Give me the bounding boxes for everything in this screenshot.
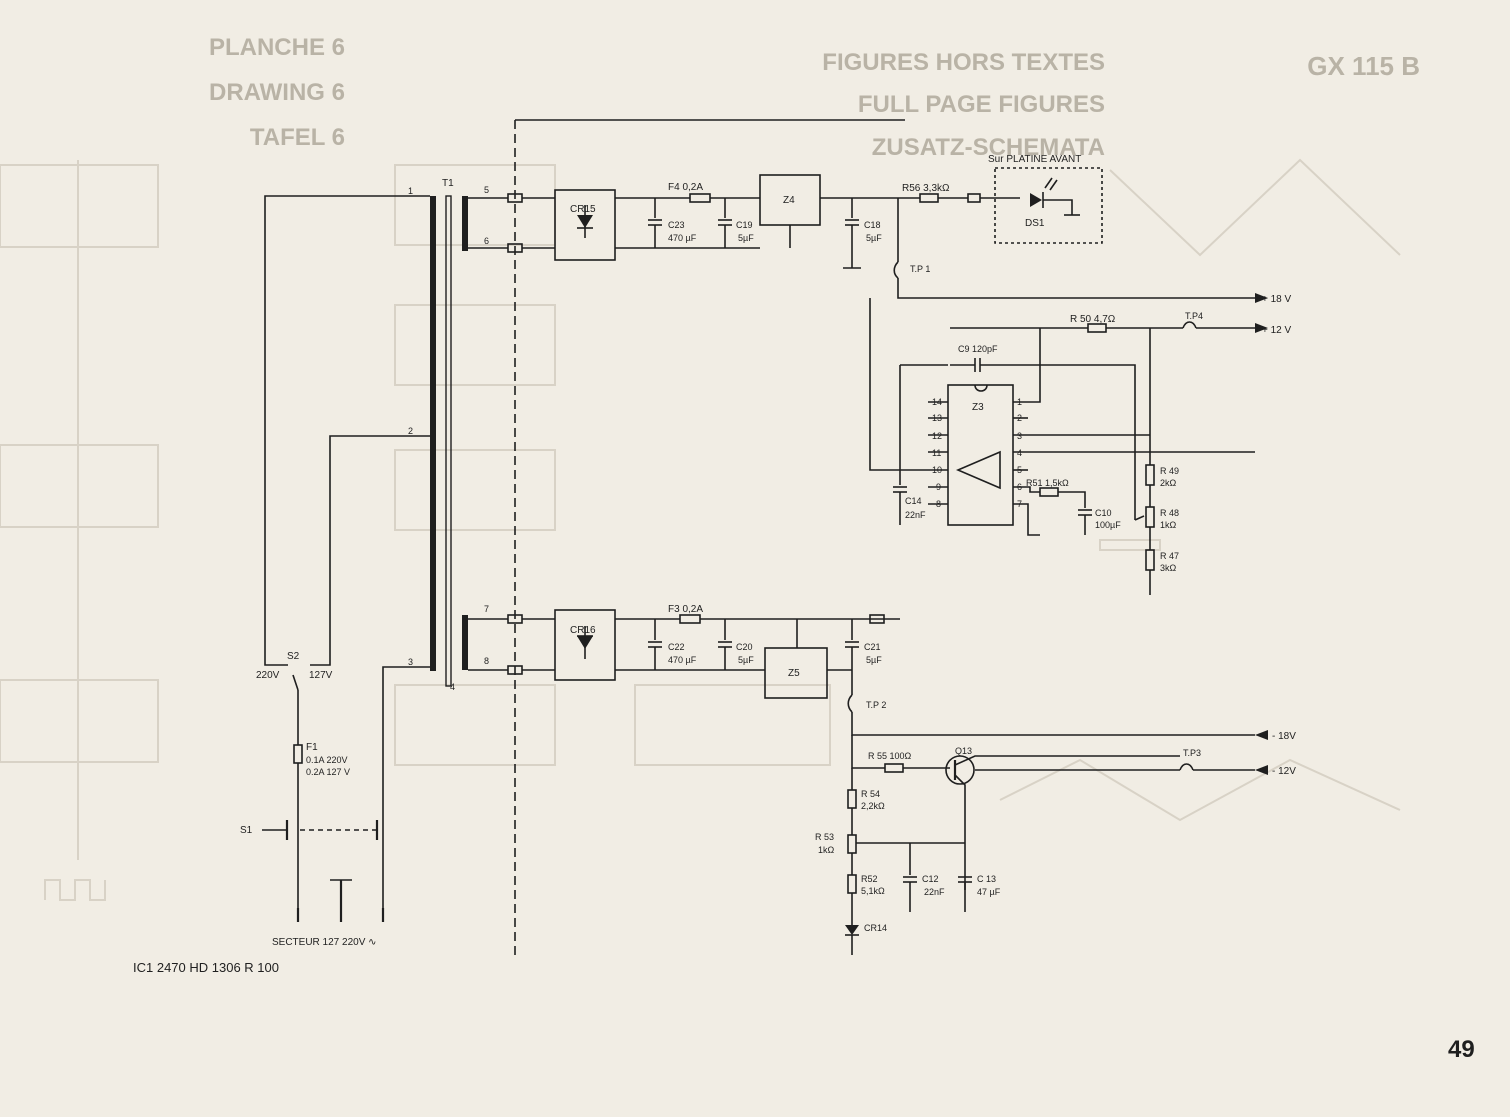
z5-label: Z5 (788, 668, 800, 679)
t1-pin-7: 7 (484, 604, 489, 614)
c13-label: C 13 (977, 874, 996, 884)
z3-pin-3: 3 (1017, 431, 1022, 441)
c12-label: C12 (922, 874, 939, 884)
f1-line1: 0.1A 220V (306, 755, 348, 765)
bleed-through (0, 158, 1401, 901)
c20-value: 5µF (738, 655, 754, 665)
header: PLANCHE 6 DRAWING 6 TAFEL 6 FIGURES HORS… (209, 34, 1420, 161)
r53-label: R 53 (815, 832, 834, 842)
t1-pin-3: 3 (408, 657, 413, 667)
t1-label: T1 (442, 178, 454, 189)
c21-value: 5µF (866, 655, 882, 665)
c21-label: C21 (864, 642, 881, 652)
rail-p18: + 18 V (1262, 294, 1292, 305)
transformer-t1: T1 1 2 3 4 5 6 7 8 (408, 178, 489, 692)
c19-value: 5µF (738, 233, 754, 243)
r56-label: R56 3,3kΩ (902, 183, 950, 194)
header-center-1: FIGURES HORS TEXTES (822, 49, 1105, 76)
r55-label: R 55 100Ω (868, 751, 912, 761)
cr15-label: CR15 (570, 204, 596, 215)
c18-label: C18 (864, 220, 881, 230)
primary-wiring: S2 220V 127V F1 0.1A 220V 0.2A 127 V S1 … (240, 195, 430, 948)
r50-label: R 50 4,7Ω (1070, 314, 1116, 325)
c18-value: 5µF (866, 233, 882, 243)
z3-label: Z3 (972, 402, 984, 413)
z4-label: Z4 (783, 195, 795, 206)
rail-m18: - 18V (1272, 731, 1296, 742)
mains-label: SECTEUR 127 220V ∿ (272, 937, 377, 948)
s2-label: S2 (287, 651, 300, 662)
tp2-label: T.P 2 (866, 700, 886, 710)
t1-pin-4: 4 (450, 682, 455, 692)
z3-pin-11: 11 (932, 448, 941, 458)
r48-label: R 48 (1160, 508, 1179, 518)
s1-label: S1 (240, 825, 253, 836)
c9-label: C9 120pF (958, 344, 998, 354)
z3-pins-left: 14 13 12 11 10 9 8 (932, 397, 942, 509)
z3-pin-12: 12 (932, 431, 942, 441)
r51-label: R51 1,5kΩ (1026, 478, 1069, 488)
s2-220v: 220V (256, 670, 280, 681)
f1-label: F1 (306, 742, 318, 753)
t1-pin-2: 2 (408, 426, 413, 436)
r49-label: R 49 (1160, 466, 1179, 476)
q13-label: Q13 (955, 746, 972, 756)
r52-value: 5,1kΩ (861, 886, 885, 896)
c23-label: C23 (668, 220, 685, 230)
cr14-label: CR14 (864, 923, 887, 933)
r54-label: R 54 (861, 789, 880, 799)
header-left-2: DRAWING 6 (209, 79, 345, 106)
rails: + 18 V R 50 4,7Ω T.P4 + 12 V - 18V - 12V (950, 293, 1296, 777)
rail-p12: + 12 V (1262, 325, 1292, 336)
tp4-label: T.P4 (1185, 311, 1203, 321)
f3-label: F3 0,2A (668, 604, 703, 615)
c19-label: C19 (736, 220, 753, 230)
ds1-label: DS1 (1025, 218, 1045, 229)
lower-supply: CR16 F3 0,2A C22 470 µF C20 5µF Z5 C21 5… (468, 604, 1255, 955)
z3-pin-4: 4 (1017, 448, 1022, 458)
header-center-3: ZUSATZ-SCHEMATA (872, 134, 1105, 161)
header-left-3: TAFEL 6 (250, 124, 345, 151)
r52-label: R52 (861, 874, 878, 884)
tp1-label: T.P 1 (910, 264, 930, 274)
t1-pin-5: 5 (484, 185, 489, 195)
reference-text: IC1 2470 HD 1306 R 100 (133, 960, 279, 975)
z3-pins-right: 1 2 3 4 5 6 7 (1017, 397, 1022, 509)
c13-value: 47 µF (977, 887, 1001, 897)
c14-value: 22nF (905, 510, 926, 520)
c12-value: 22nF (924, 887, 945, 897)
header-left-1: PLANCHE 6 (209, 34, 345, 61)
c23-value: 470 µF (668, 233, 697, 243)
r47-label: R 47 (1160, 551, 1179, 561)
c22-label: C22 (668, 642, 685, 652)
c10-value: 100µF (1095, 520, 1121, 530)
header-right: GX 115 B (1307, 51, 1420, 81)
s2-127v: 127V (309, 670, 333, 681)
header-center-2: FULL PAGE FIGURES (858, 91, 1105, 118)
c22-value: 470 µF (668, 655, 697, 665)
c20-label: C20 (736, 642, 753, 652)
t1-pin-8: 8 (484, 656, 489, 666)
r54-value: 2,2kΩ (861, 801, 885, 811)
t1-pin-6: 6 (484, 236, 489, 246)
f4-label: F4 0,2A (668, 182, 703, 193)
upper-supply: CR15 F4 0,2A C23 470 µF C19 5µF Z4 C18 5… (468, 154, 1255, 299)
r53-value: 1kΩ (818, 845, 835, 855)
t1-pin-1: 1 (408, 186, 413, 196)
platine-label: Sur PLATINE AVANT (988, 154, 1081, 165)
f1-line2: 0.2A 127 V (306, 767, 350, 777)
cr16-label: CR16 (570, 625, 596, 636)
rail-m12: - 12V (1272, 766, 1296, 777)
r47-value: 3kΩ (1160, 563, 1177, 573)
c14-label: C14 (905, 496, 922, 506)
tp3-label: T.P3 (1183, 748, 1201, 758)
page-number: 49 (1448, 1036, 1475, 1063)
c10-label: C10 (1095, 508, 1112, 518)
r49-value: 2kΩ (1160, 478, 1177, 488)
r48-value: 1kΩ (1160, 520, 1177, 530)
z3-section: Z3 14 13 12 11 10 9 8 1 2 3 4 5 6 7 (869, 298, 1255, 595)
